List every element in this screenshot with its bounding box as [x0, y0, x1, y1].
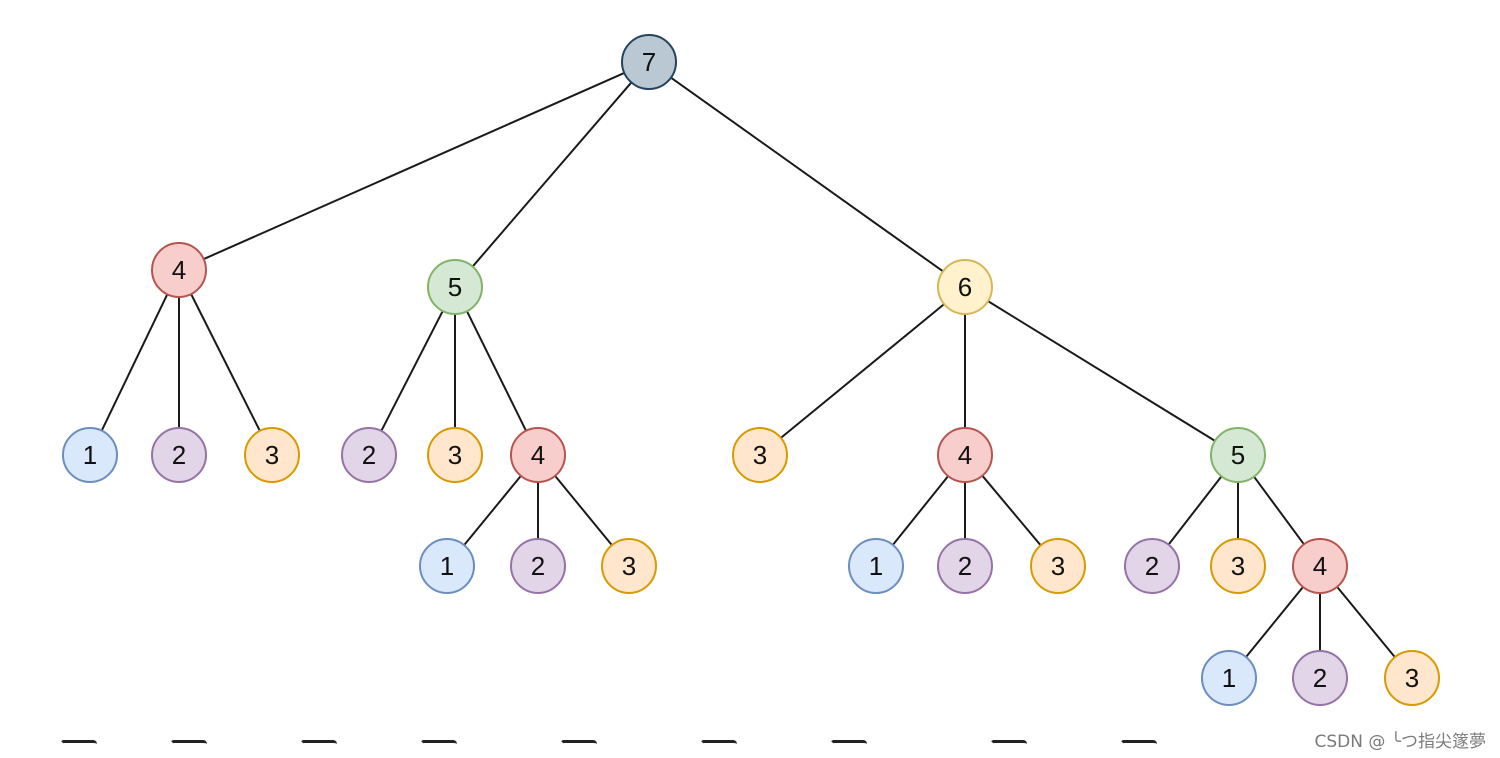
- node-label: 4: [1313, 551, 1327, 581]
- node-label: 4: [172, 255, 186, 285]
- node-circle: [151, 427, 207, 483]
- node-label: 3: [1405, 663, 1419, 693]
- node-circle: [1210, 538, 1266, 594]
- tree-node-n2e: 2: [1124, 538, 1180, 594]
- tree-node-n4b: 4: [510, 427, 566, 483]
- node-circle: [510, 538, 566, 594]
- edge-n4b-n3c: [554, 475, 613, 546]
- tree-node-n4c: 4: [937, 427, 993, 483]
- edge-n7-n6: [670, 76, 944, 273]
- tree-node-n3g: 3: [1384, 650, 1440, 706]
- tree-node-n3d: 3: [732, 427, 788, 483]
- watermark-text: CSDN @ ╰つ指尖篴夢: [1314, 732, 1486, 752]
- node-circle: [601, 538, 657, 594]
- node-label: 6: [958, 272, 972, 302]
- tree-node-n3f: 3: [1210, 538, 1266, 594]
- node-circle: [1201, 650, 1257, 706]
- node-label: 3: [265, 440, 279, 470]
- edge-n5a-n2b: [380, 310, 444, 432]
- tree-node-n5a: 5: [427, 259, 483, 315]
- node-label: 4: [531, 440, 545, 470]
- node-circle: [1210, 427, 1266, 483]
- edge-n4c-n3e: [981, 475, 1042, 546]
- tree-node-n4a: 4: [151, 242, 207, 298]
- node-label: 3: [1231, 551, 1245, 581]
- node-label: 5: [448, 272, 462, 302]
- cropped-text-fragment: [0, 730, 1500, 758]
- node-circle: [848, 538, 904, 594]
- tree-node-n2f: 2: [1292, 650, 1348, 706]
- tree-node-n3a: 3: [244, 427, 300, 483]
- node-circle: [427, 427, 483, 483]
- edge-n4a-n1a: [100, 293, 169, 432]
- node-label: 2: [958, 551, 972, 581]
- node-label: 1: [869, 551, 883, 581]
- node-circle: [1030, 538, 1086, 594]
- node-label: 3: [1051, 551, 1065, 581]
- node-label: 2: [172, 440, 186, 470]
- edge-n7-n5a: [471, 81, 633, 268]
- node-circle: [1384, 650, 1440, 706]
- tree-node-n3c: 3: [601, 538, 657, 594]
- edge-n4d-n1d: [1245, 586, 1304, 658]
- node-circle: [151, 242, 207, 298]
- tree-node-n7: 7: [621, 34, 677, 90]
- edge-n5b-n4d: [1253, 476, 1305, 545]
- node-label: 1: [1222, 663, 1236, 693]
- node-circle: [937, 259, 993, 315]
- tree-node-n1d: 1: [1201, 650, 1257, 706]
- edge-n4d-n3g: [1336, 586, 1396, 658]
- node-circle: [244, 427, 300, 483]
- node-circle: [937, 427, 993, 483]
- tree-node-n2d: 2: [937, 538, 993, 594]
- edge-n4c-n1c: [892, 475, 949, 546]
- node-label: 5: [1231, 440, 1245, 470]
- tree-node-n6: 6: [937, 259, 993, 315]
- node-label: 1: [83, 440, 97, 470]
- tree-node-n3b: 3: [427, 427, 483, 483]
- edge-n6-n5b: [987, 300, 1216, 442]
- tree-node-n2a: 2: [151, 427, 207, 483]
- node-label: 4: [958, 440, 972, 470]
- node-circle: [1124, 538, 1180, 594]
- node-circle: [510, 427, 566, 483]
- edge-n4b-n1b: [463, 475, 522, 546]
- node-label: 3: [753, 440, 767, 470]
- tree-node-n2c: 2: [510, 538, 566, 594]
- edge-n7-n4a: [203, 72, 625, 260]
- tree-nodes: 7 4 5 6 1 2 3 2 3 4 1 2 3 3 4 5 1 2 3 2 3 4 1 2 3: [62, 34, 1440, 706]
- tree-node-n1b: 1: [419, 538, 475, 594]
- node-label: 2: [1145, 551, 1159, 581]
- tree-node-n1a: 1: [62, 427, 118, 483]
- tree-node-n1c: 1: [848, 538, 904, 594]
- node-circle: [419, 538, 475, 594]
- node-label: 2: [362, 440, 376, 470]
- node-circle: [937, 538, 993, 594]
- node-circle: [341, 427, 397, 483]
- edge-n5a-n4b: [466, 310, 527, 432]
- node-label: 1: [440, 551, 454, 581]
- node-label: 2: [531, 551, 545, 581]
- tree-node-n5b: 5: [1210, 427, 1266, 483]
- node-label: 7: [642, 47, 656, 77]
- node-circle: [427, 259, 483, 315]
- node-circle: [1292, 538, 1348, 594]
- tree-node-n3e: 3: [1030, 538, 1086, 594]
- node-label: 2: [1313, 663, 1327, 693]
- edge-n4a-n3a: [190, 293, 261, 432]
- node-circle: [1292, 650, 1348, 706]
- node-circle: [732, 427, 788, 483]
- node-label: 3: [622, 551, 636, 581]
- tree-node-n2b: 2: [341, 427, 397, 483]
- node-circle: [62, 427, 118, 483]
- tree-node-n4d: 4: [1292, 538, 1348, 594]
- edge-n6-n3d: [780, 303, 945, 439]
- node-label: 3: [448, 440, 462, 470]
- edge-n5b-n2e: [1167, 475, 1223, 546]
- node-circle: [621, 34, 677, 90]
- tree-edges: [100, 72, 1396, 658]
